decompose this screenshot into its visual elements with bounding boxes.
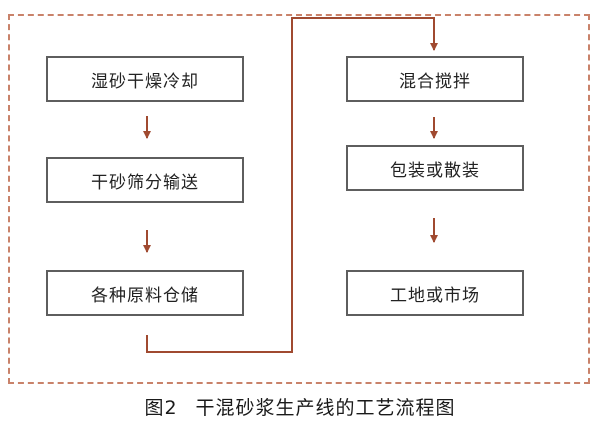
step-label: 湿砂干燥冷却 — [91, 71, 199, 92]
step-box-site-or-market: 工地或市场 — [346, 270, 524, 316]
step-box-packaging: 包装或散装 — [346, 145, 524, 191]
step-label: 包装或散装 — [390, 160, 480, 181]
figure-number: 图2 — [144, 397, 178, 419]
step-box-wet-sand-drying: 湿砂干燥冷却 — [46, 56, 244, 102]
figure-title: 干混砂浆生产线的工艺流程图 — [195, 397, 456, 419]
step-label: 工地或市场 — [390, 285, 480, 306]
step-label: 混合搅拌 — [399, 71, 471, 92]
figure-caption: 图2 干混砂浆生产线的工艺流程图 — [0, 393, 600, 420]
dashed-frame — [8, 14, 590, 384]
step-label: 干砂筛分输送 — [91, 172, 199, 193]
step-box-mixing: 混合搅拌 — [346, 56, 524, 102]
step-label: 各种原料仓储 — [91, 285, 199, 306]
step-box-raw-material-storage: 各种原料仓储 — [46, 270, 244, 316]
step-box-dry-sand-screening: 干砂筛分输送 — [46, 157, 244, 203]
